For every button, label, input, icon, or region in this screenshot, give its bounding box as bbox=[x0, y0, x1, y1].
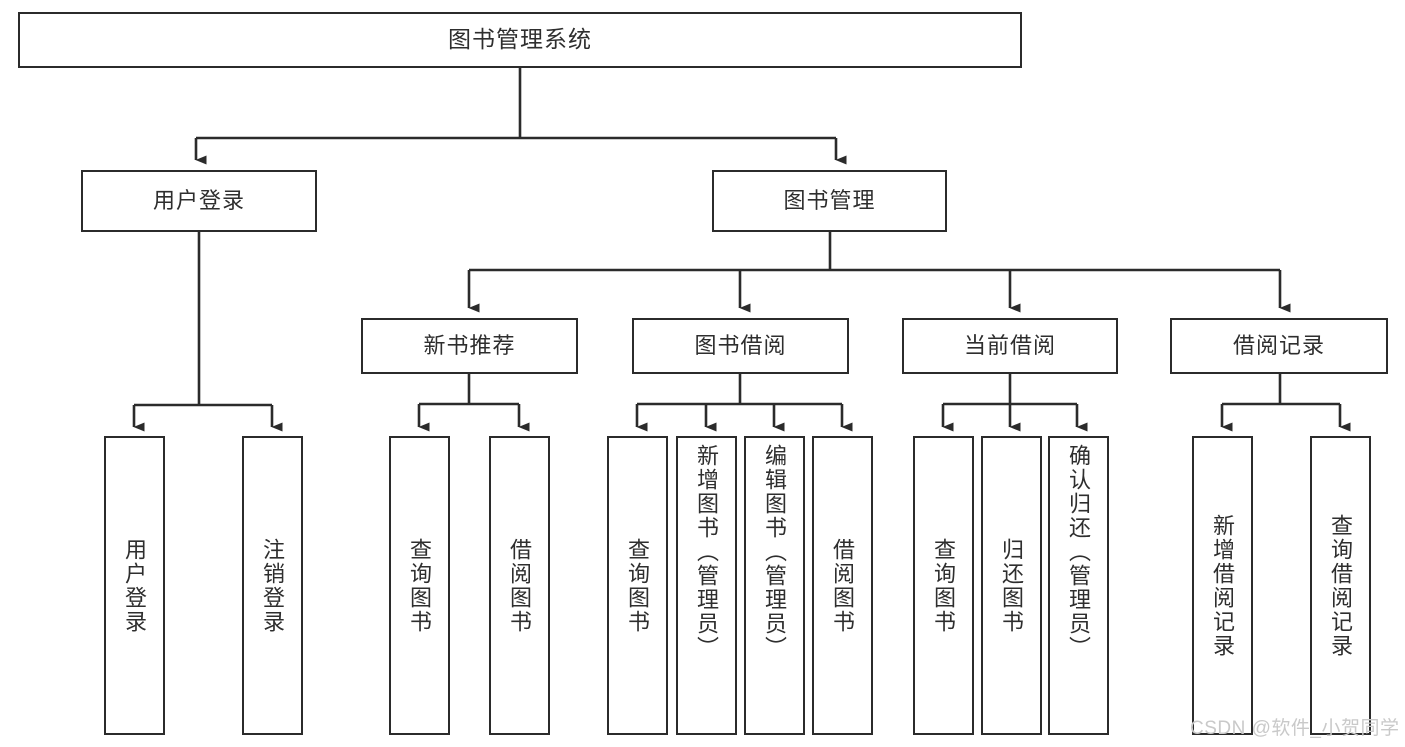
leaf-label: 新增借阅记录 bbox=[1210, 513, 1236, 658]
node-label: 图书管理系统 bbox=[448, 26, 592, 53]
node-label: 借阅记录 bbox=[1232, 332, 1325, 358]
leaf-inner: 新增借阅记录 bbox=[1194, 438, 1251, 733]
leaf-inner: 编辑图书（管理员） bbox=[746, 438, 803, 733]
leaf-label: 注销登录 bbox=[260, 537, 286, 634]
leaf-inner: 查询图书 bbox=[609, 438, 666, 733]
leaf-new-book-query[interactable]: 查询图书 bbox=[389, 436, 450, 735]
leaf-label: 查询图书 bbox=[931, 537, 957, 634]
leaf-user-login-login[interactable]: 用户登录 bbox=[104, 436, 165, 735]
leaf-label: 编辑图书（管理员） bbox=[762, 444, 788, 660]
leaf-inner: 借阅图书 bbox=[814, 438, 871, 733]
leaf-inner: 查询图书 bbox=[391, 438, 448, 733]
leaf-borrow-record-query[interactable]: 查询借阅记录 bbox=[1310, 436, 1371, 735]
leaf-label: 确认归还（管理员） bbox=[1066, 444, 1092, 660]
watermark-text: CSDN @软件_小贺同学 bbox=[1190, 718, 1400, 739]
leaf-user-login-logout[interactable]: 注销登录 bbox=[242, 436, 303, 735]
leaf-inner: 确认归还（管理员） bbox=[1050, 438, 1107, 733]
node-root-system[interactable]: 图书管理系统 bbox=[18, 12, 1022, 68]
leaf-label: 查询借阅记录 bbox=[1328, 513, 1354, 658]
node-label: 新书推荐 bbox=[423, 332, 516, 358]
leaf-book-borrow-query[interactable]: 查询图书 bbox=[607, 436, 668, 735]
leaf-inner: 查询借阅记录 bbox=[1312, 438, 1369, 733]
leaf-inner: 用户登录 bbox=[106, 438, 163, 733]
leaf-inner: 新增图书（管理员） bbox=[678, 438, 735, 733]
leaf-book-borrow-borrow[interactable]: 借阅图书 bbox=[812, 436, 873, 735]
node-book-management[interactable]: 图书管理 bbox=[712, 170, 947, 232]
node-user-login[interactable]: 用户登录 bbox=[81, 170, 317, 232]
node-book-borrow[interactable]: 图书借阅 bbox=[632, 318, 849, 374]
leaf-inner: 注销登录 bbox=[244, 438, 301, 733]
leaf-current-borrow-confirm[interactable]: 确认归还（管理员） bbox=[1048, 436, 1109, 735]
leaf-inner: 查询图书 bbox=[915, 438, 972, 733]
node-label: 图书管理 bbox=[783, 187, 876, 213]
leaf-label: 归还图书 bbox=[999, 537, 1025, 634]
leaf-inner: 归还图书 bbox=[983, 438, 1040, 733]
node-new-book-recommend[interactable]: 新书推荐 bbox=[361, 318, 578, 374]
leaf-label: 用户登录 bbox=[122, 537, 148, 634]
node-current-borrow[interactable]: 当前借阅 bbox=[902, 318, 1118, 374]
leaf-book-borrow-add[interactable]: 新增图书（管理员） bbox=[676, 436, 737, 735]
node-borrow-record[interactable]: 借阅记录 bbox=[1170, 318, 1388, 374]
leaf-label: 新增图书（管理员） bbox=[694, 444, 720, 660]
node-label: 用户登录 bbox=[152, 187, 245, 213]
leaf-label: 查询图书 bbox=[407, 537, 433, 634]
leaf-current-borrow-return[interactable]: 归还图书 bbox=[981, 436, 1042, 735]
leaf-book-borrow-edit[interactable]: 编辑图书（管理员） bbox=[744, 436, 805, 735]
leaf-label: 查询图书 bbox=[625, 537, 651, 634]
leaf-label: 借阅图书 bbox=[830, 537, 856, 634]
node-label: 图书借阅 bbox=[694, 332, 787, 358]
leaf-label: 借阅图书 bbox=[507, 537, 533, 634]
leaf-inner: 借阅图书 bbox=[491, 438, 548, 733]
leaf-new-book-borrow[interactable]: 借阅图书 bbox=[489, 436, 550, 735]
leaf-current-borrow-query[interactable]: 查询图书 bbox=[913, 436, 974, 735]
leaf-borrow-record-add[interactable]: 新增借阅记录 bbox=[1192, 436, 1253, 735]
node-label: 当前借阅 bbox=[963, 332, 1056, 358]
